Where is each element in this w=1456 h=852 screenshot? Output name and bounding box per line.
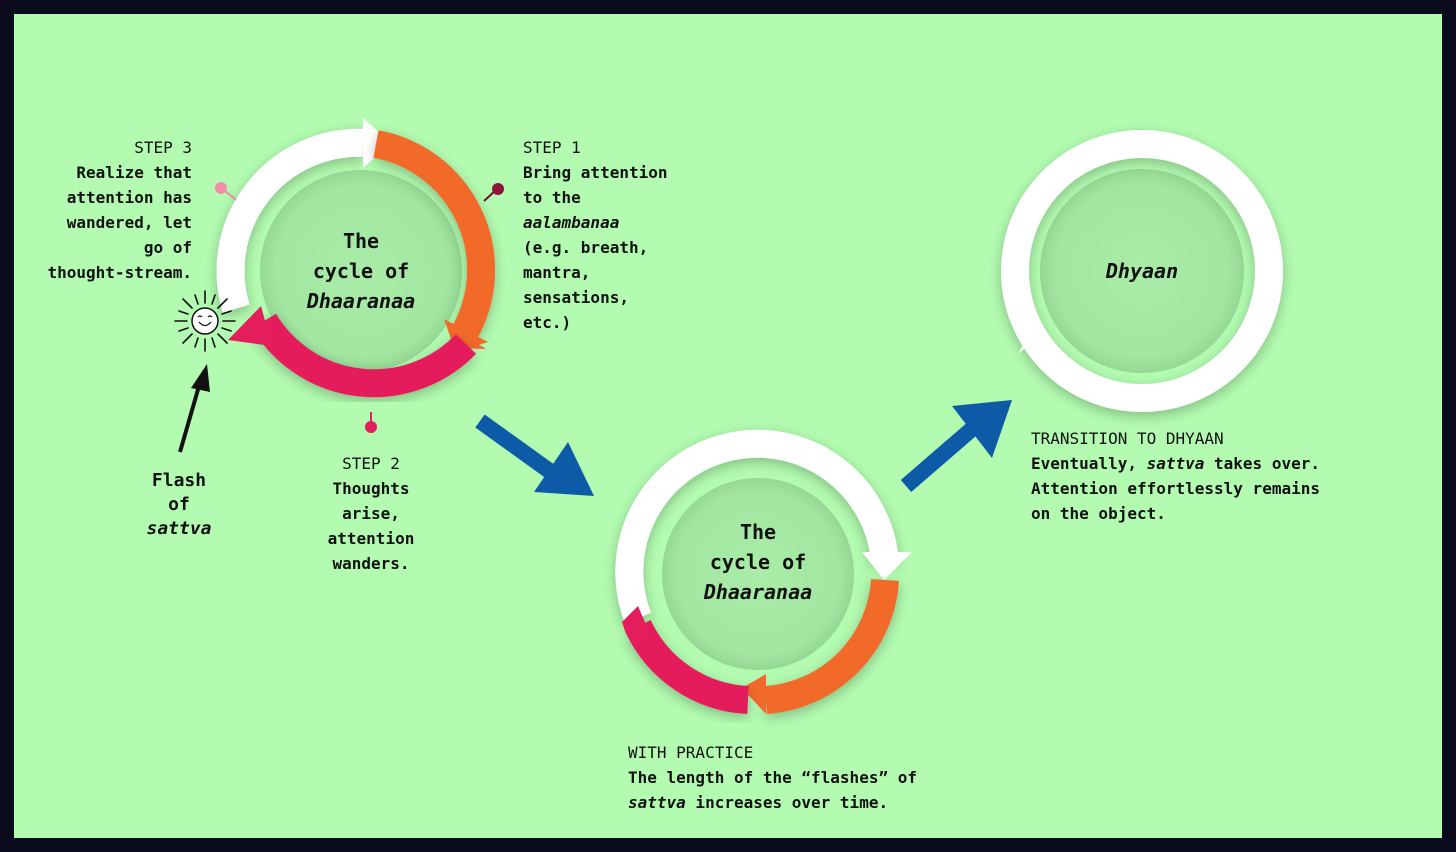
flash-line: sattva [146, 518, 212, 539]
cycle-1-magenta-arrowhead [228, 306, 272, 346]
cycle-2-title-line-1: The [739, 520, 777, 544]
cycle-3 [1001, 130, 1283, 412]
blue-arrow-up [900, 400, 1012, 493]
sun-icon [174, 290, 236, 352]
transition-line-1-italic: sattva [1146, 454, 1205, 473]
blue-arrow-down [475, 414, 594, 496]
step-2-pin [365, 421, 377, 433]
cycle-1-magenta-arc [251, 313, 477, 398]
cycle-2-title-line-2: cycle of [709, 550, 807, 574]
transition-line-1: Eventually, sattva takes over. [1031, 451, 1320, 476]
step-3-pin [215, 182, 227, 194]
with-practice-label: WITH PRACTICE The length of the “flashes… [628, 740, 917, 815]
step-2-line: arise, [342, 504, 400, 523]
step-1-pin [492, 183, 504, 195]
step-1-line: sensations, [523, 288, 629, 307]
step-2-label: STEP 2 Thoughts arise, attention wanders… [310, 451, 432, 576]
cycle-3-title: Dhyaan [1052, 256, 1232, 286]
transition-label: TRANSITION TO DHYAAN Eventually, sattva … [1031, 426, 1320, 526]
cycle-1-title-line-3: Dhaaranaa [306, 289, 416, 313]
with-practice-line-1: The length of the “flashes” of [628, 768, 917, 787]
step-2-line: Thoughts [332, 479, 410, 498]
step-1-line: Bring attention [523, 163, 668, 182]
step-1-heading: STEP 1 [523, 138, 581, 157]
cycle-2-orange-arc [764, 578, 899, 714]
flash-pointer-arrow [178, 364, 210, 453]
cycle-1-title-line-1: The [342, 229, 380, 253]
cycle-2-magenta-arrowhead [622, 606, 650, 634]
step-3-line: Realize that [76, 163, 192, 182]
step-3-line: thought-stream. [47, 263, 193, 282]
step-1-line: to the [523, 188, 581, 207]
cycle-1-white-arc [216, 128, 364, 313]
cycle-2-magenta-arc [625, 619, 750, 714]
cycle-3-white-ring [1001, 130, 1283, 412]
transition-line-1-post: takes over. [1204, 454, 1320, 473]
step-1-line: mantra, [523, 263, 591, 282]
cycle-2 [615, 429, 912, 714]
cycle-1-title-line-2: cycle of [312, 259, 410, 283]
step-3-heading: STEP 3 [134, 138, 192, 157]
step-2-line: attention [327, 529, 415, 548]
cycle-3-title-text: Dhyaan [1105, 259, 1179, 283]
step-1-line: aalambanaa [523, 213, 620, 232]
transition-heading: TRANSITION TO DHYAAN [1031, 429, 1224, 448]
with-practice-italic: sattva [628, 793, 686, 812]
cycle-1 [215, 118, 504, 433]
cycle-2-white-arrowhead [862, 552, 912, 580]
diagram-canvas: The cycle of Dhaaranaa STEP 1 Bring atte… [14, 14, 1442, 838]
step-3-line: wandered, let [66, 213, 192, 232]
step-2-heading: STEP 2 [342, 454, 400, 473]
step-1-line: etc.) [523, 313, 572, 332]
cycle-3-white-arrowhead [1018, 330, 1046, 354]
with-practice-rest: increases over time. [685, 793, 889, 812]
cycle-1-title: The cycle of Dhaaranaa [271, 226, 451, 316]
step-1-line: (e.g. breath, [523, 238, 649, 257]
step-1-label: STEP 1 Bring attention to the aalambanaa… [523, 135, 668, 335]
flash-of-sattva-label: Flash of sattva [129, 469, 229, 541]
cycle-1-orange-arc [373, 130, 496, 339]
flash-line: Flash [151, 470, 207, 491]
transition-line-1-pre: Eventually, [1031, 454, 1147, 473]
cycle-3-inner-disc [1040, 169, 1244, 373]
cycle-2-title-line-3: Dhaaranaa [703, 580, 813, 604]
cycle-2-title: The cycle of Dhaaranaa [668, 517, 848, 607]
step-3-line: go of [143, 238, 192, 257]
step-3-label: STEP 3 Realize that attention has wander… [28, 135, 193, 285]
with-practice-line-2: sattva increases over time. [628, 790, 917, 815]
cycle-2-inner-disc [662, 478, 854, 670]
with-practice-heading: WITH PRACTICE [628, 743, 754, 762]
step-2-line: wanders. [332, 554, 410, 573]
transition-line-2: Attention effortlessly remains [1031, 479, 1320, 498]
cycle-2-orange-arrowhead [742, 674, 766, 714]
transition-line-3: on the object. [1031, 504, 1166, 523]
step-3-line: attention has [66, 188, 192, 207]
cycle-1-inner-disc [260, 170, 462, 372]
diagram-art [174, 118, 1283, 714]
flash-line: of [168, 494, 190, 515]
cycle-2-white-arc [615, 429, 899, 624]
